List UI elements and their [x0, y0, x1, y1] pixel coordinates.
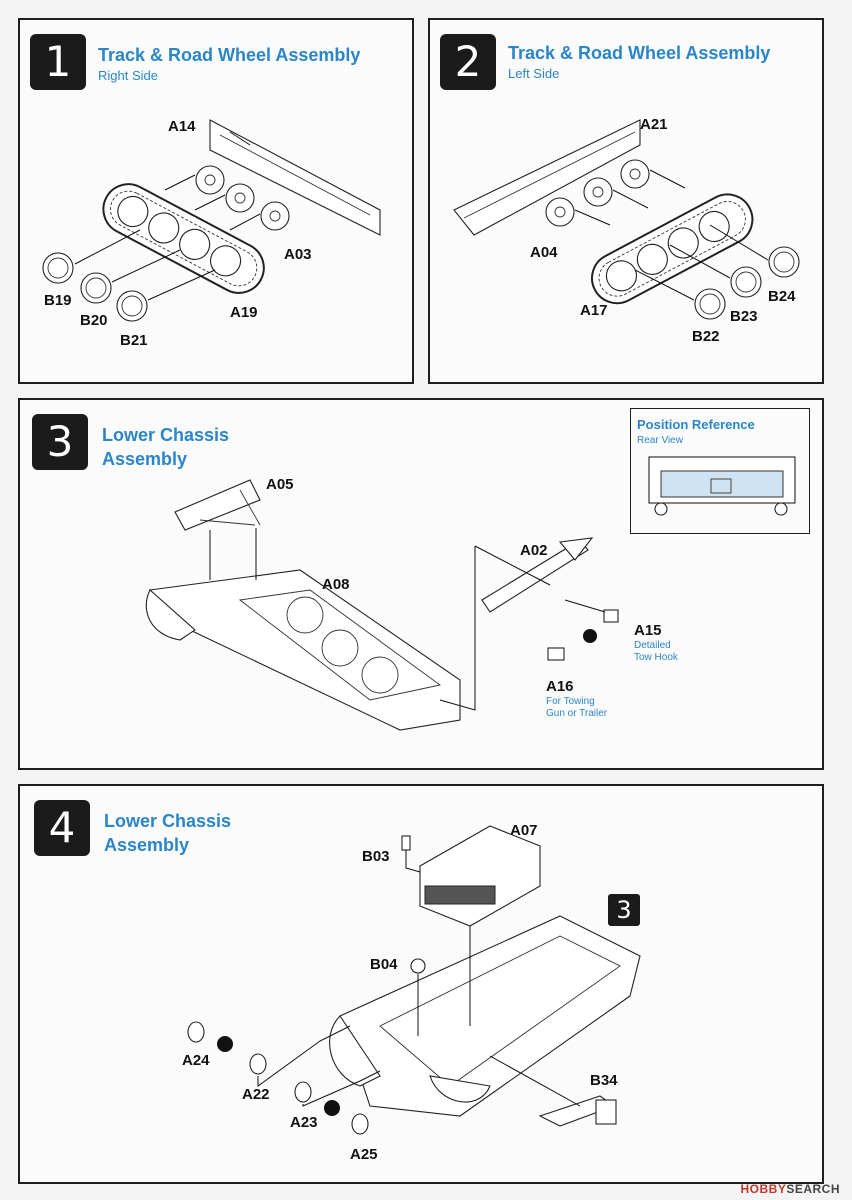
part-label-a07: A07 — [510, 822, 538, 839]
part-label-a23: A23 — [290, 1114, 318, 1131]
part-label-a16: A16 — [546, 678, 574, 695]
watermark-rest: SEARCH — [786, 1182, 840, 1196]
sub-assembly-3-badge: 3 — [608, 894, 640, 926]
part-label-b21: B21 — [120, 332, 148, 349]
part-label-a08: A08 — [322, 576, 350, 593]
part-label-a02: A02 — [520, 542, 548, 559]
step-1-drawing — [42, 119, 381, 322]
a16-note-line1: For Towing — [546, 696, 595, 707]
step-1-panel: 1 Track & Road Wheel Assembly Right Side — [18, 18, 414, 384]
step-3-title-line2: Assembly — [102, 449, 188, 469]
part-label-b34: B34 — [590, 1072, 618, 1089]
watermark-brand: HOBBY — [740, 1182, 787, 1196]
part-label-a05: A05 — [266, 476, 294, 493]
part-label-a24: A24 — [182, 1052, 210, 1069]
step-1-number: 1 — [30, 34, 86, 90]
position-reference-title: Position Reference — [637, 417, 755, 432]
position-reference-box: Position Reference Rear View — [630, 408, 810, 534]
step-3-number: 3 — [32, 414, 88, 470]
step-2-panel: 2 Track & Road Wheel Assembly Left Side … — [428, 18, 824, 384]
rear-view-drawing — [648, 456, 796, 516]
step-4-panel: 4 Lower Chassis Assembly 3 A07 B03 B04 — [18, 784, 824, 1184]
step-2-drawing — [453, 119, 800, 320]
part-label-a22: A22 — [242, 1086, 270, 1103]
step-3-panel: 3 Lower Chassis Assembly Position Refere… — [18, 398, 824, 770]
part-label-a04: A04 — [530, 244, 558, 261]
part-label-b24: B24 — [768, 288, 796, 305]
part-label-b22: B22 — [692, 328, 720, 345]
a16-note-line2: Gun or Trailer — [546, 708, 608, 719]
part-label-b04: B04 — [370, 956, 398, 973]
step-2-title: Track & Road Wheel Assembly — [508, 43, 771, 63]
part-label-a15: A15 — [634, 622, 662, 639]
part-label-a21: A21 — [640, 116, 668, 133]
a15-note-line2: Tow Hook — [634, 652, 678, 663]
position-reference-subtitle: Rear View — [637, 435, 683, 446]
a15-note-line1: Detailed — [634, 640, 671, 651]
step-4-drawing — [187, 825, 641, 1135]
step-2-subtitle: Left Side — [508, 66, 560, 81]
part-label-a19: A19 — [230, 304, 258, 321]
part-label-b23: B23 — [730, 308, 758, 325]
part-label-b03: B03 — [362, 848, 390, 865]
part-label-b20: B20 — [80, 312, 108, 329]
step-4-title-line2: Assembly — [104, 835, 190, 855]
step-1-title: Track & Road Wheel Assembly — [98, 45, 361, 65]
part-label-a03: A03 — [284, 246, 312, 263]
step-4-title-line1: Lower Chassis — [104, 811, 232, 831]
step-2-number: 2 — [440, 34, 496, 90]
step-3-title-line1: Lower Chassis — [102, 425, 230, 445]
part-label-a17: A17 — [580, 302, 608, 319]
part-label-a14: A14 — [168, 118, 196, 135]
step-3-drawing — [145, 479, 619, 731]
hobbysearch-watermark: HOBBYSEARCH — [740, 1182, 840, 1196]
part-label-b19: B19 — [44, 292, 72, 309]
step-1-subtitle: Right Side — [98, 68, 158, 83]
part-label-a25: A25 — [350, 1146, 378, 1163]
step-4-number: 4 — [34, 800, 90, 856]
